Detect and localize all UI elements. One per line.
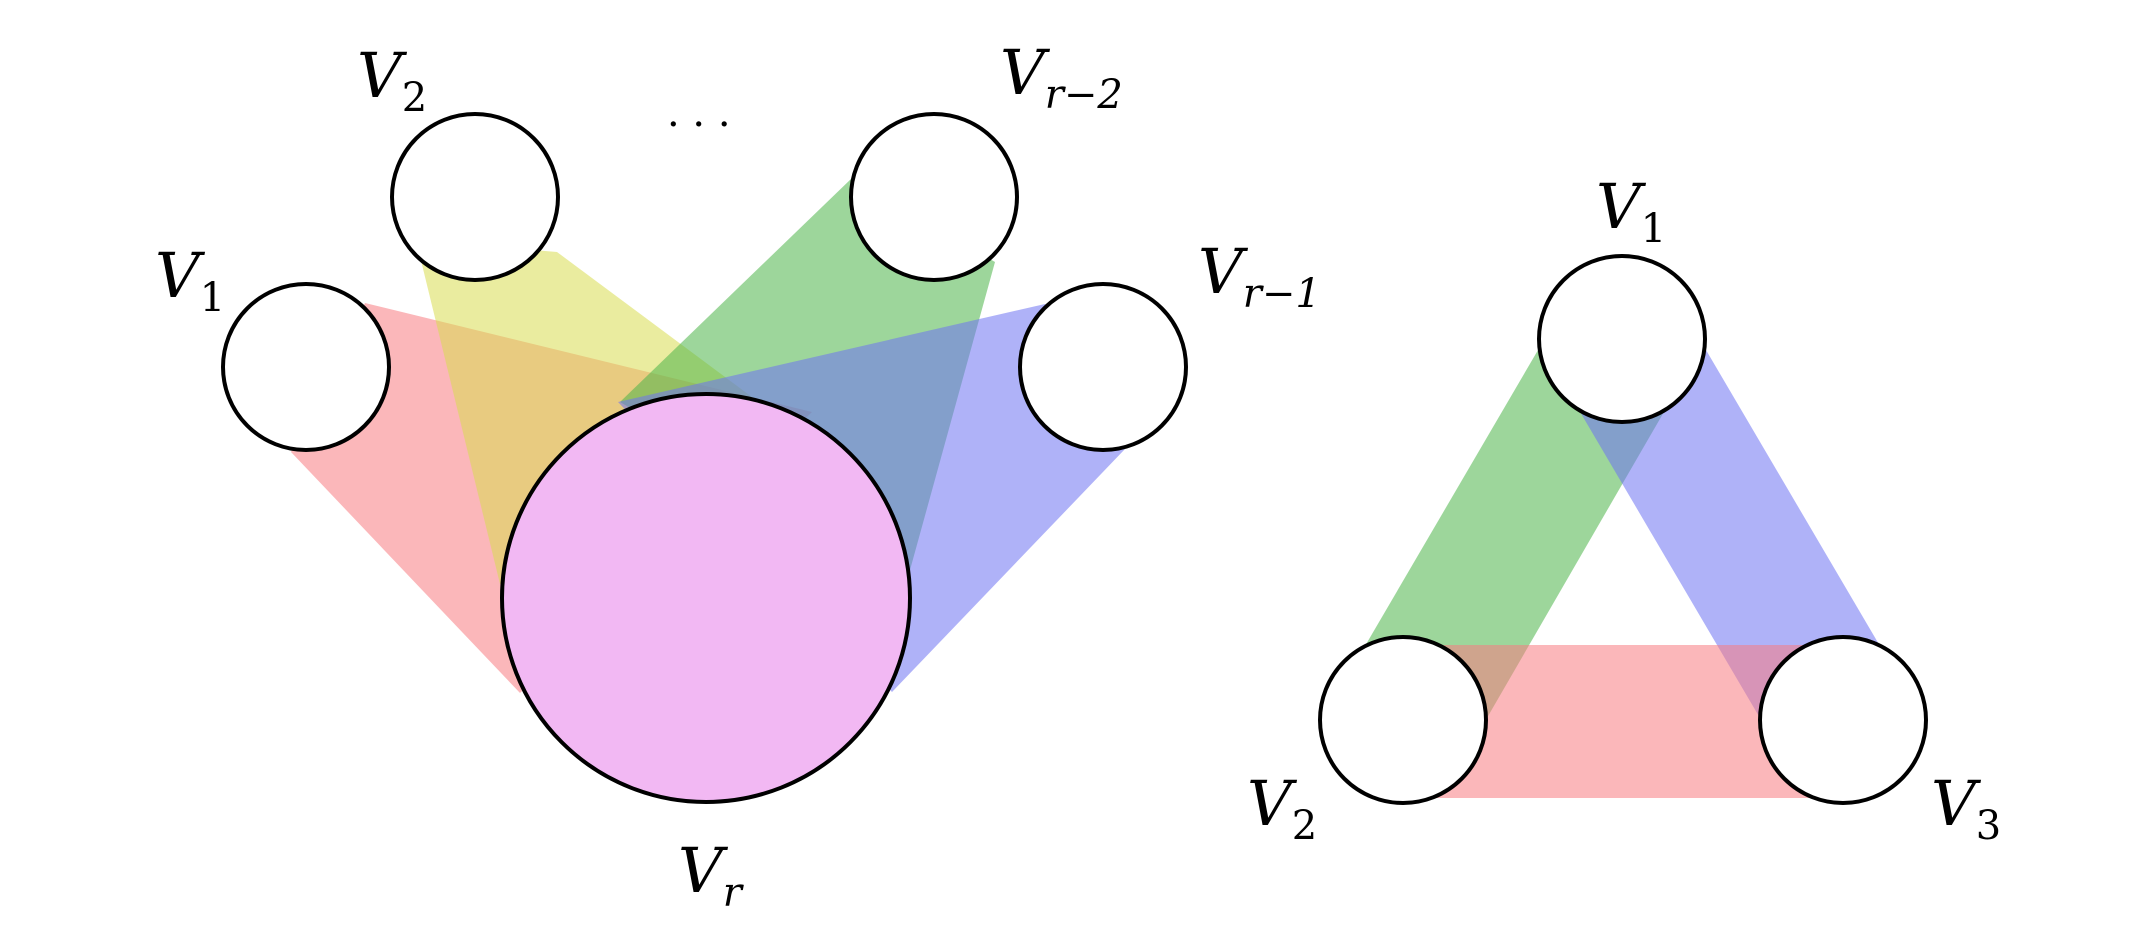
left-diagram: V1 V2 · · · Vr−2 Vr−1 Vr <box>155 36 1321 916</box>
node-v2 <box>390 112 560 282</box>
node-v2 <box>1318 635 1488 805</box>
right-diagram: V1 V2 V3 <box>1247 170 2001 849</box>
node-vr2 <box>849 112 1019 282</box>
label-vr: Vr <box>678 834 745 916</box>
node-vr <box>500 392 912 804</box>
node-v1 <box>221 282 391 452</box>
band-v2-vr <box>416 240 760 584</box>
band-v1-v3 <box>1576 333 1887 730</box>
label-dots: · · · <box>667 102 731 148</box>
band-v1-v2 <box>1358 333 1668 730</box>
label-v3: V3 <box>1931 767 2001 849</box>
node-v3 <box>1758 635 1928 805</box>
label-v1: V1 <box>155 239 225 321</box>
node-vr1 <box>1018 282 1188 452</box>
node-v1 <box>1537 254 1707 424</box>
label-vr2: Vr−2 <box>1000 36 1123 118</box>
label-v2: V2 <box>1247 767 1317 849</box>
label-v2: V2 <box>357 39 427 121</box>
label-vr1: Vr−1 <box>1198 235 1321 317</box>
label-v1: V1 <box>1596 170 1666 252</box>
